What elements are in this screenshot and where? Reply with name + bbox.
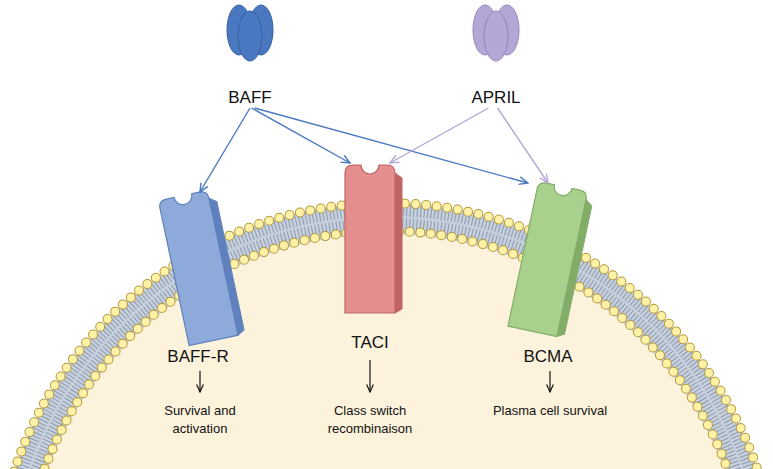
node-outline <box>330 163 410 353</box>
receptor-face <box>345 165 395 313</box>
outcome-label: Survival and activation <box>140 402 260 438</box>
outcome-arrow <box>369 360 370 392</box>
receptor-body <box>508 181 595 338</box>
outcome-arrow <box>549 371 550 392</box>
receptor-side <box>395 173 402 313</box>
binding-arrow <box>252 108 350 163</box>
node-label: BAFF-R <box>130 347 266 367</box>
receptor: BAFF-R <box>150 192 246 367</box>
outcome-label: Plasma cell survival <box>490 402 610 420</box>
ligand-subunit <box>238 11 262 61</box>
node-outline <box>150 192 246 367</box>
receptor-face <box>508 181 588 336</box>
ligand-trimer: BAFF <box>212 0 288 108</box>
binding-arrow <box>200 108 250 192</box>
binding-arrow <box>390 108 488 163</box>
receptor: BCMA <box>500 183 596 367</box>
node-label: BCMA <box>480 347 616 367</box>
node-label: APRIL <box>438 88 554 108</box>
receptor-face <box>158 190 238 345</box>
receptor: TACI <box>330 163 410 353</box>
outcome-arrow <box>199 371 200 392</box>
receptor-body <box>345 165 402 313</box>
outcome-label: Class switch recombinaison <box>310 402 430 438</box>
node-label: TACI <box>310 333 430 353</box>
ligand-trimer: APRIL <box>458 0 534 108</box>
ligand-subunit <box>484 11 508 61</box>
node-outline <box>500 183 596 367</box>
binding-arrow <box>255 108 528 183</box>
binding-arrow <box>498 108 548 183</box>
node-label: BAFF <box>192 88 308 108</box>
receptor-body <box>158 189 245 346</box>
